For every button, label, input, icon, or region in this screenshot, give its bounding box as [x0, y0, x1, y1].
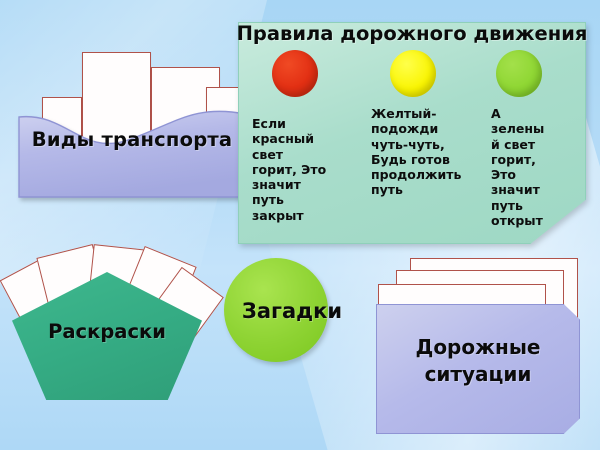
transport-group[interactable]: Виды транспорта [16, 30, 248, 200]
coloring-group[interactable]: Раскраски [0, 244, 224, 400]
riddles-group[interactable]: Загадки [212, 258, 372, 368]
transport-label: Виды транспорта [31, 128, 233, 151]
riddles-label: Загадки [241, 299, 343, 323]
transport-wave-shape [18, 110, 246, 198]
rules-panel[interactable]: Правила дорожного движения Если красный … [237, 22, 587, 244]
rules-title: Правила дорожного движения [236, 22, 588, 45]
red-light-icon [272, 50, 318, 97]
rule-text-yellow: Желтый-подожди чуть-чуть, Будь готов про… [371, 106, 462, 198]
coloring-label: Раскраски [48, 320, 166, 343]
situations-label: Дорожные ситуации [415, 335, 541, 386]
riddles-circle-shape [224, 258, 328, 362]
rule-text-green: А зеленый свет горит, Это значит путь от… [491, 106, 545, 228]
traffic-lights [238, 48, 586, 104]
rule-text-red: Если красный свет горит, Это значит путь… [252, 116, 327, 223]
green-light-icon [496, 50, 542, 97]
situations-group[interactable]: Дорожные ситуации [370, 258, 590, 438]
yellow-light-icon [390, 50, 436, 97]
situations-box-shape [376, 304, 580, 434]
